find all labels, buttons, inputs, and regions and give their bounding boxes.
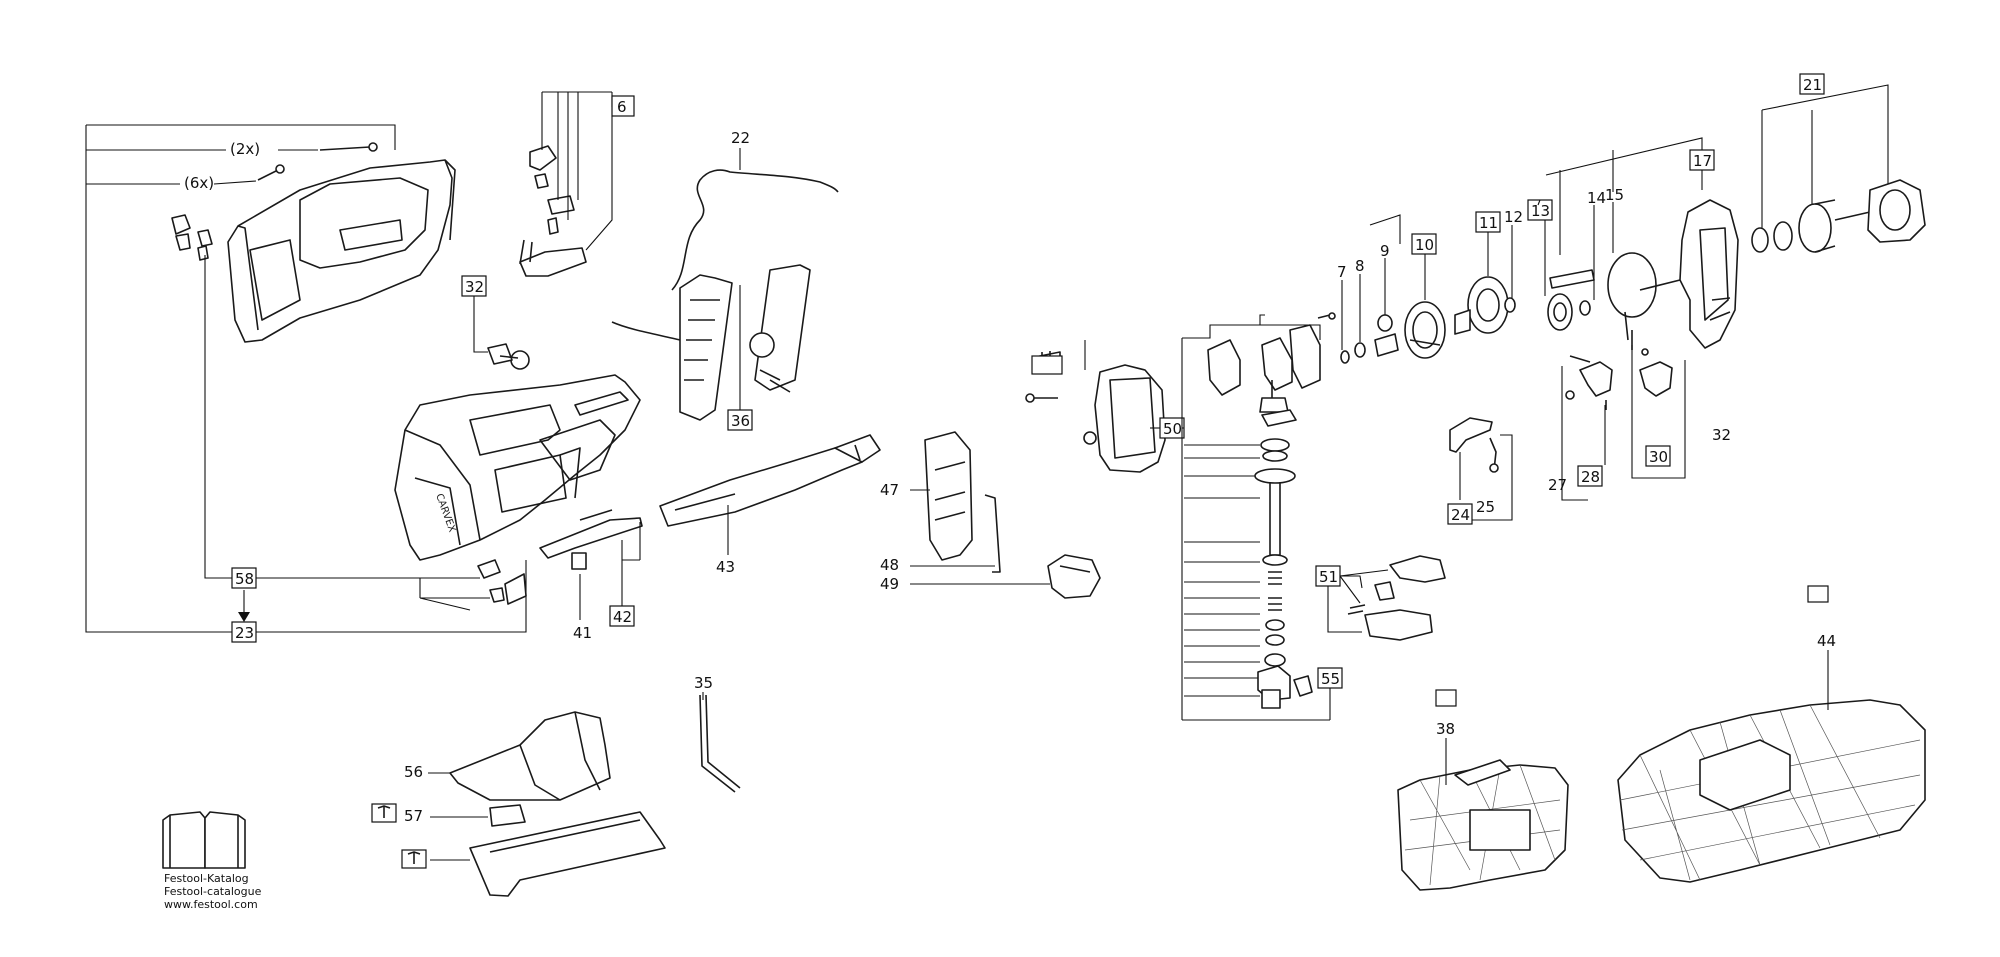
callout-15: 15 [1605, 186, 1624, 204]
book-icon [1435, 689, 1457, 707]
callout-9: 9 [1380, 242, 1390, 260]
pendulum-lever-part [1347, 555, 1446, 641]
loop-spring-part [1607, 252, 1657, 350]
cable-part [671, 169, 839, 291]
callout-58: 58 [235, 570, 254, 588]
callout-24: 24 [1451, 506, 1470, 524]
gear-housing-part [1083, 364, 1166, 473]
sole-insert-part [489, 804, 526, 827]
small-clips-part [171, 214, 213, 261]
ring-part [1354, 342, 1366, 358]
needle-bearing-part [1547, 293, 1591, 331]
guide-roller-part [1047, 554, 1101, 599]
callout-47: 47 [880, 481, 899, 499]
upper-guide-plates-part [1207, 312, 1336, 396]
callout-8: 8 [1355, 257, 1365, 275]
hex-key-part [699, 694, 741, 793]
charger-part [1617, 699, 1926, 883]
callout-38: 38 [1436, 720, 1455, 738]
eccentric-gear-part [1404, 301, 1446, 359]
armature-part [1751, 179, 1926, 253]
callout-6x: (6x) [184, 174, 214, 192]
lever-part [539, 509, 643, 570]
callout-44: 44 [1817, 632, 1836, 650]
callout-32-left: 32 [465, 278, 484, 296]
guard-cover-part [924, 431, 973, 561]
catalog-book-icon [162, 811, 246, 869]
callout-11: 11 [1479, 214, 1498, 232]
washer-part [1340, 350, 1350, 364]
switch-assembly-part [519, 145, 587, 277]
grease-icon [1031, 355, 1063, 375]
catalog-line-1: Festool-Katalog [164, 872, 249, 885]
callout-23: 23 [235, 624, 254, 642]
book-icon [1807, 585, 1829, 603]
cam-link-part [1565, 355, 1613, 410]
catalog-line-3: www.festool.com [164, 898, 258, 911]
callout-12: 12 [1504, 208, 1523, 226]
thrust-washer-part [1504, 297, 1516, 313]
callout-2x: (2x) [230, 140, 260, 158]
callout-27: 27 [1548, 476, 1567, 494]
callout-17: 17 [1693, 152, 1712, 170]
callout-36: 36 [731, 412, 750, 430]
spindle-part [659, 434, 881, 527]
book-icon [371, 803, 397, 823]
main-body-part: CARVEX [394, 374, 641, 561]
knob-part [487, 343, 530, 370]
callout-32-right: 32 [1712, 426, 1731, 444]
plunger-stack-part [1254, 380, 1313, 709]
callout-55: 55 [1321, 670, 1340, 688]
callout-57: 57 [404, 807, 423, 825]
callout-10: 10 [1415, 236, 1434, 254]
callout-41: 41 [573, 624, 592, 642]
callout-42: 42 [613, 608, 632, 626]
callout-43: 43 [716, 558, 735, 576]
gear-frame-part [1639, 199, 1739, 349]
base-sole-part [469, 811, 666, 897]
callout-48: 48 [880, 556, 899, 574]
pendulum-cam-part [1449, 417, 1499, 473]
pendulum-support-part [1639, 348, 1673, 397]
callout-25: 25 [1476, 498, 1495, 516]
pin-shaft-part [1549, 269, 1595, 289]
callout-30: 30 [1649, 448, 1668, 466]
callout-22: 22 [731, 129, 750, 147]
bushing-part [1374, 314, 1399, 357]
drive-gear-part [1454, 276, 1509, 335]
callout-49: 49 [880, 575, 899, 593]
callout-51: 51 [1319, 568, 1338, 586]
callout-7: 7 [1337, 263, 1347, 281]
callout-6: 6 [617, 98, 627, 116]
callout-50: 50 [1163, 420, 1182, 438]
book-icon [401, 849, 427, 869]
base-plate-part [449, 711, 611, 801]
electronics-module-part [611, 264, 811, 421]
pin-part [984, 494, 1001, 573]
catalog-line-2: Festool-catalogue [164, 885, 262, 898]
callout-35: 35 [694, 674, 713, 692]
battery-pack-part [1397, 759, 1569, 891]
callout-13: 13 [1531, 202, 1550, 220]
callout-28: 28 [1581, 468, 1600, 486]
callout-14: 14 [1587, 189, 1606, 207]
screw-2x-part [319, 142, 378, 152]
clip-set-part [477, 559, 527, 605]
callout-21: 21 [1803, 76, 1822, 94]
housing-shell-part [227, 159, 456, 343]
screw-6x-part [257, 164, 285, 181]
callout-56: 56 [404, 763, 423, 781]
